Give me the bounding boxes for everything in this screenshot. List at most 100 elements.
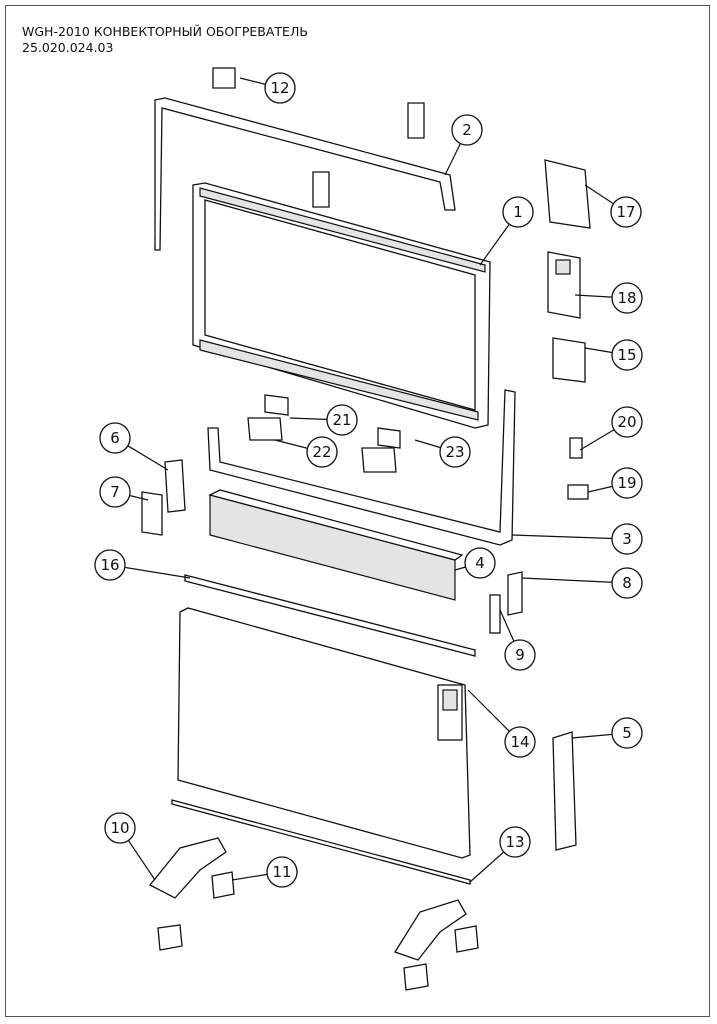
part-21-22-thermostat xyxy=(247,394,289,441)
callout-2: 2 xyxy=(444,114,483,176)
callout-circle xyxy=(611,717,643,749)
callout-number: 10 xyxy=(110,819,129,837)
callout-number: 6 xyxy=(110,429,120,447)
callout-circle xyxy=(611,406,643,438)
callout-number: 21 xyxy=(332,411,351,429)
callout-20: 20 xyxy=(579,406,643,451)
part-19-switch xyxy=(567,484,589,500)
callout-circle xyxy=(611,467,643,499)
callout-circle xyxy=(499,826,531,858)
callout-circle xyxy=(504,726,536,758)
callout-number: 20 xyxy=(617,413,636,431)
callout-number: 18 xyxy=(617,289,636,307)
callout-18: 18 xyxy=(574,282,643,314)
part-18-display xyxy=(555,259,571,275)
part-7-bracket xyxy=(141,491,163,536)
callout-17: 17 xyxy=(584,184,642,228)
callout-4: 4 xyxy=(454,547,496,579)
callout-number: 13 xyxy=(505,833,524,851)
part-11-foot-pad-left xyxy=(157,871,235,951)
part-14-front-panel xyxy=(177,607,471,859)
callout-number: 5 xyxy=(622,724,632,742)
callout-circle xyxy=(104,812,136,844)
callout-circle xyxy=(451,114,483,146)
title-line-1: WGH-2010 КОНВЕКТОРНЫЙ ОБОГРЕВАТЕЛЬ xyxy=(22,24,308,39)
part-1-vent-bottom xyxy=(199,339,479,421)
part-2-top-cover xyxy=(154,97,456,251)
callout-number: 8 xyxy=(622,574,632,592)
callout-number: 2 xyxy=(462,121,472,139)
callout-13: 13 xyxy=(469,826,531,883)
drawing-border xyxy=(5,5,710,1017)
part-10-foot-right xyxy=(394,899,467,961)
callout-number: 4 xyxy=(475,554,485,572)
callout-10: 10 xyxy=(104,812,156,881)
callout-14: 14 xyxy=(467,689,536,758)
part-11-foot-pad-right xyxy=(403,925,479,991)
part-1-frame-inner xyxy=(204,199,476,411)
part-6-bracket xyxy=(164,459,186,513)
part-23-thermostat xyxy=(361,427,401,473)
callout-21: 21 xyxy=(289,404,358,436)
callout-circle xyxy=(504,639,536,671)
title-line-2: 25.020.024.03 xyxy=(22,40,114,55)
callout-circle xyxy=(99,476,131,508)
callout-3: 3 xyxy=(511,523,643,555)
callout-circle xyxy=(610,196,642,228)
callout-circle xyxy=(611,339,643,371)
callout-6: 6 xyxy=(99,422,169,471)
callout-circle xyxy=(326,404,358,436)
callout-circle xyxy=(464,547,496,579)
callout-11: 11 xyxy=(231,856,298,888)
leader-line xyxy=(521,577,628,584)
part-3-bottom-frame xyxy=(207,389,516,546)
drawing-title: WGH-2010 КОНВЕКТОРНЫЙ ОБОГРЕВАТЕЛЬ 25.02… xyxy=(22,24,308,56)
callout-number: 1 xyxy=(513,203,523,221)
callout-number: 22 xyxy=(312,443,331,461)
callout-circle xyxy=(266,856,298,888)
callout-5: 5 xyxy=(571,717,643,749)
leader-line xyxy=(511,534,628,540)
callout-23: 23 xyxy=(414,436,471,468)
part-20-switch xyxy=(569,437,583,459)
callout-19: 19 xyxy=(587,467,643,499)
callout-12: 12 xyxy=(239,72,296,104)
callout-circle xyxy=(611,567,643,599)
callout-8: 8 xyxy=(521,567,643,599)
callout-number: 3 xyxy=(622,530,632,548)
callout-circle xyxy=(611,282,643,314)
callout-22: 22 xyxy=(274,436,338,468)
part-17-control-box xyxy=(544,159,591,229)
part-9-bracket xyxy=(489,594,501,634)
part-8-bracket xyxy=(507,571,523,616)
callout-number: 16 xyxy=(100,556,119,574)
part-5-side-plate xyxy=(552,731,577,851)
part-16-rod xyxy=(184,574,476,657)
part-1-vent-top xyxy=(199,187,486,273)
callout-number: 11 xyxy=(272,863,291,881)
callout-circle xyxy=(264,72,296,104)
callout-number: 19 xyxy=(617,474,636,492)
callout-number: 12 xyxy=(270,79,289,97)
callout-circle xyxy=(611,523,643,555)
callout-circle xyxy=(99,422,131,454)
part-13-strip xyxy=(171,799,471,885)
part-4-heating-element-top xyxy=(208,489,464,561)
callout-7: 7 xyxy=(99,476,149,508)
callout-number: 15 xyxy=(617,346,636,364)
callout-number: 23 xyxy=(445,443,464,461)
callout-15: 15 xyxy=(584,339,643,371)
parts xyxy=(141,67,591,991)
callout-number: 9 xyxy=(515,646,525,664)
part-10-foot-left xyxy=(148,837,227,899)
callout-number: 17 xyxy=(616,203,635,221)
callout-circle xyxy=(502,196,534,228)
callout-circle xyxy=(439,436,471,468)
callout-circle xyxy=(94,549,126,581)
callout-number: 14 xyxy=(510,733,529,751)
part-12-bracket xyxy=(212,67,425,208)
callout-circle xyxy=(306,436,338,468)
part-14-display xyxy=(442,689,458,711)
part-15-relay-board xyxy=(552,337,586,383)
